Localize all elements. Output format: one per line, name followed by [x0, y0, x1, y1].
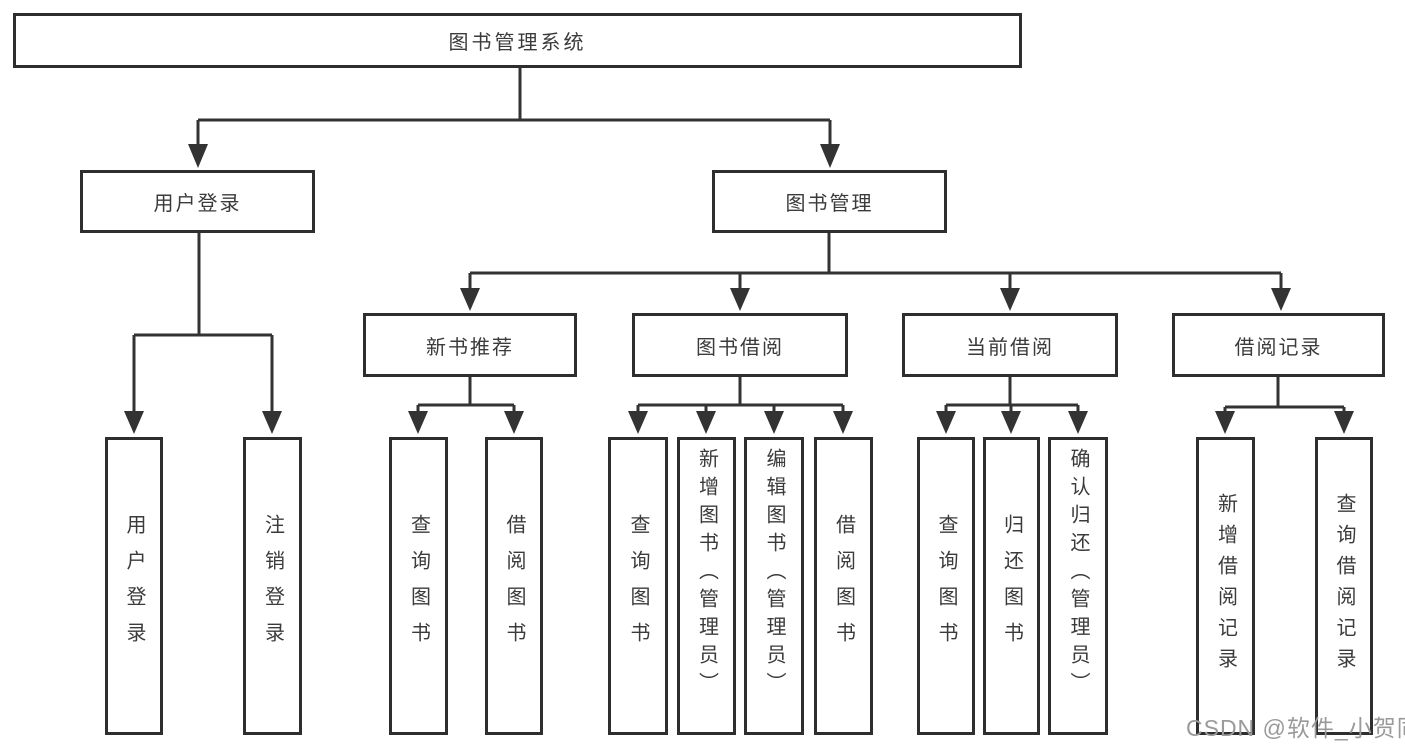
leaf-newbook-borrow-books-label: 借阅图书 [503, 514, 525, 658]
leaf-newbook-query-books: 查询图书 [389, 437, 448, 735]
leaf-borrow-borrow-books-label: 借阅图书 [832, 514, 855, 658]
leaf-confirm-return-admin: 确认归还（管理员） [1048, 437, 1108, 735]
connector-newbook-to-leaves [416, 377, 516, 411]
arrowheads-records-leaves [1215, 411, 1354, 434]
node-book-management-label: 图书管理 [785, 193, 874, 215]
leaf-return-books-label: 归还图书 [1000, 514, 1023, 658]
leaf-borrow-query-books-label: 查询图书 [627, 514, 649, 658]
node-book-borrow-label: 图书借阅 [696, 336, 784, 359]
leaf-edit-books-admin: 编辑图书（管理员） [744, 437, 804, 735]
node-book-management: 图书管理 [712, 170, 947, 233]
arrowheads-newbook-leaves [408, 411, 524, 434]
node-borrow-records-label: 借阅记录 [1234, 336, 1323, 359]
leaf-user-login: 用户登录 [105, 437, 163, 735]
arrowheads-userlogin-leaves [124, 411, 282, 434]
leaf-add-books-admin-label: 新增图书（管理员） [695, 448, 718, 700]
leaf-newbook-borrow-books: 借阅图书 [485, 437, 543, 735]
leaf-logout-label: 注销登录 [261, 514, 284, 658]
leaf-confirm-return-admin-label: 确认归还（管理员） [1067, 448, 1089, 700]
leaf-borrow-query-books: 查询图书 [608, 437, 668, 735]
leaf-query-borrow-record-label: 查询借阅记录 [1333, 493, 1355, 679]
leaf-newbook-query-books-label: 查询图书 [407, 514, 430, 658]
leaf-edit-books-admin-label: 编辑图书（管理员） [763, 448, 785, 700]
node-new-book-recommend: 新书推荐 [363, 313, 577, 377]
arrowheads-groups [460, 288, 1291, 311]
node-new-book-recommend-label: 新书推荐 [426, 336, 514, 359]
leaf-current-query-books: 查询图书 [917, 437, 975, 735]
leaf-logout: 注销登录 [243, 437, 302, 735]
connector-userlogin-to-leaves [132, 233, 274, 411]
node-current-borrow: 当前借阅 [902, 313, 1118, 377]
node-user-login-label: 用户登录 [153, 193, 242, 215]
node-root-system-label: 图书管理系统 [448, 32, 587, 54]
node-book-borrow: 图书借阅 [632, 313, 848, 377]
node-user-login: 用户登录 [80, 170, 315, 233]
leaf-current-query-books-label: 查询图书 [935, 514, 957, 658]
node-borrow-records: 借阅记录 [1172, 313, 1385, 377]
leaf-return-books: 归还图书 [983, 437, 1040, 735]
connector-bookborrow-to-leaves [636, 377, 845, 411]
arrowheads-bookborrow-leaves [628, 411, 853, 434]
leaf-query-borrow-record: 查询借阅记录 [1315, 437, 1373, 735]
arrowheads-level1 [188, 144, 840, 168]
node-current-borrow-label: 当前借阅 [966, 336, 1054, 359]
connector-bookmgmt-to-groups [468, 233, 1283, 288]
csdn-watermark: CSDN @软件_小贺同学 [1186, 715, 1405, 741]
arrowheads-currentborrow-leaves [936, 411, 1088, 434]
leaf-add-borrow-record: 新增借阅记录 [1196, 437, 1255, 735]
leaf-add-books-admin: 新增图书（管理员） [677, 437, 736, 735]
leaf-add-borrow-record-label: 新增借阅记录 [1214, 493, 1237, 679]
leaf-borrow-borrow-books: 借阅图书 [814, 437, 873, 735]
connector-records-to-leaves [1223, 377, 1346, 411]
connector-currentborrow-to-leaves [944, 377, 1080, 411]
node-root-system: 图书管理系统 [13, 13, 1022, 68]
connector-root-to-level1 [196, 68, 832, 144]
leaf-user-login-label: 用户登录 [123, 514, 145, 658]
